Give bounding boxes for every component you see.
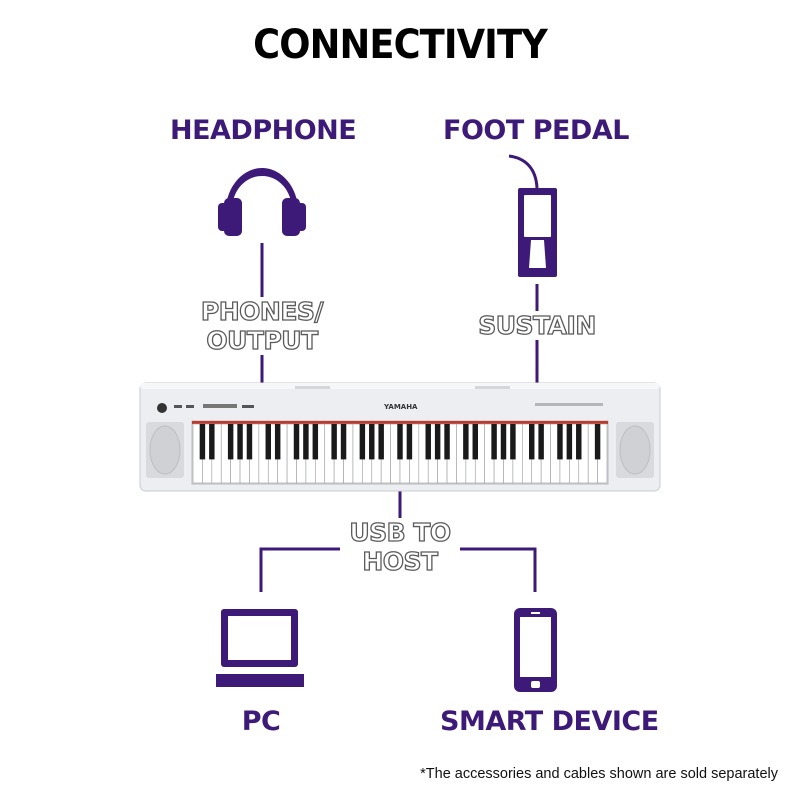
black-key xyxy=(312,424,319,460)
smart-device-label: SMART DEVICE xyxy=(440,706,659,737)
black-key xyxy=(491,424,497,460)
phones-line-2: OUTPUT xyxy=(206,325,319,355)
speaker-right xyxy=(616,422,654,478)
black-key xyxy=(209,424,215,460)
black-key xyxy=(274,424,281,460)
black-key xyxy=(397,424,403,460)
smartphone-icon xyxy=(514,608,557,692)
foot-pedal-icon xyxy=(518,188,557,277)
black-key xyxy=(293,424,300,460)
black-key xyxy=(529,424,535,460)
black-key xyxy=(594,424,601,460)
black-key xyxy=(500,424,507,460)
usb-smart-line xyxy=(452,547,537,592)
pedal-cable-line xyxy=(508,154,539,189)
black-key xyxy=(576,424,582,460)
black-key xyxy=(331,424,337,460)
black-key xyxy=(406,424,413,460)
usb-line-2: HOST xyxy=(362,546,439,576)
laptop-icon xyxy=(216,609,304,687)
black-key xyxy=(510,424,516,460)
power-knob xyxy=(157,403,167,413)
black-key xyxy=(199,424,206,460)
black-key xyxy=(369,424,375,460)
black-key xyxy=(237,424,243,460)
headphones-icon xyxy=(218,168,306,236)
black-key xyxy=(265,424,271,460)
black-key xyxy=(444,424,450,460)
brand-logo: YAMAHA xyxy=(384,403,418,411)
phones-line-1: PHONES/ xyxy=(200,296,324,326)
black-key xyxy=(566,424,573,460)
black-key xyxy=(557,424,563,460)
footnote: *The accessories and cables shown are so… xyxy=(420,766,778,782)
black-key xyxy=(472,424,478,460)
black-key xyxy=(378,424,384,460)
black-key xyxy=(434,424,441,460)
page-title: CONNECTIVITY xyxy=(253,22,548,68)
black-key xyxy=(463,424,469,460)
pc-label: PC xyxy=(241,706,281,737)
foot-pedal-label: FOOT PEDAL xyxy=(443,115,629,146)
black-key xyxy=(340,424,347,460)
speaker-left xyxy=(146,422,184,478)
phones-output-port-label: PHONES/ OUTPUT xyxy=(196,296,328,356)
black-key xyxy=(359,424,366,460)
usb-to-host-port-label: USB TO HOST xyxy=(340,517,460,577)
black-keys xyxy=(199,424,601,460)
white-keys xyxy=(192,423,608,484)
usb-line-1: USB TO xyxy=(349,517,452,547)
black-key xyxy=(246,424,253,460)
black-key xyxy=(538,424,544,460)
sustain-port-label: SUSTAIN xyxy=(478,310,597,340)
black-key xyxy=(227,424,234,460)
black-key xyxy=(425,424,431,460)
keyboard-illustration xyxy=(139,382,661,492)
usb-pc-line xyxy=(259,547,354,592)
black-key xyxy=(303,424,309,460)
headphone-label: HEADPHONE xyxy=(170,115,357,146)
